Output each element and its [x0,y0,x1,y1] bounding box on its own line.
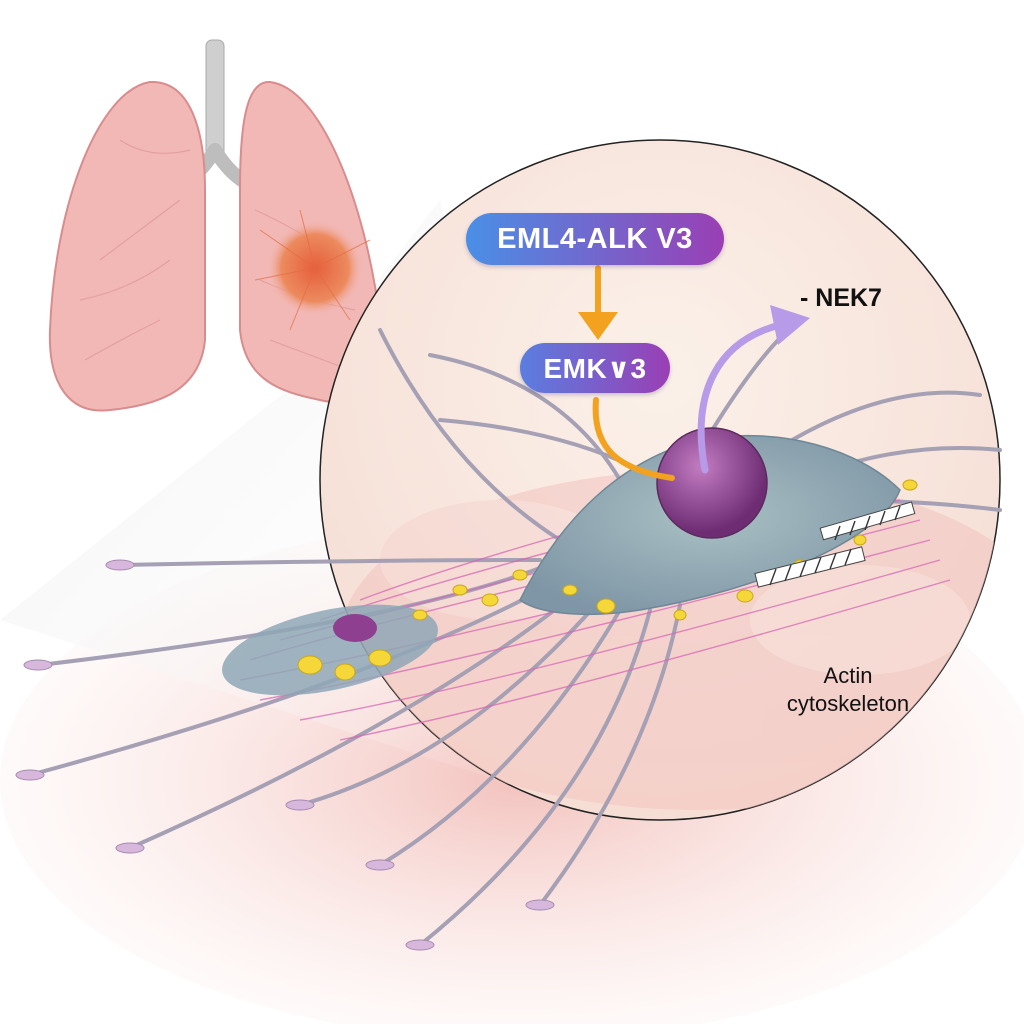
nucleus [656,427,768,539]
actin-cytoskeleton-label: Actin cytoskeleton [786,663,910,716]
activation-arrow [578,265,618,340]
lung-illustration [48,39,383,412]
trailing-nucleus [333,614,377,642]
actin-bundles [754,501,916,588]
nucleus-entry-curve [592,397,675,481]
filopodia-tips [15,559,555,951]
emkv3-node: EMK∨3 [520,343,670,393]
nek7-arrow [697,305,810,474]
left-lung [48,80,206,412]
nek7-label: - NEK7 [800,284,882,312]
trailing-cell-body [222,604,438,696]
trachea [205,39,225,161]
focal-adhesions [297,479,918,681]
eml4-alk-v3-node: EML4-ALK V3 [466,213,724,265]
